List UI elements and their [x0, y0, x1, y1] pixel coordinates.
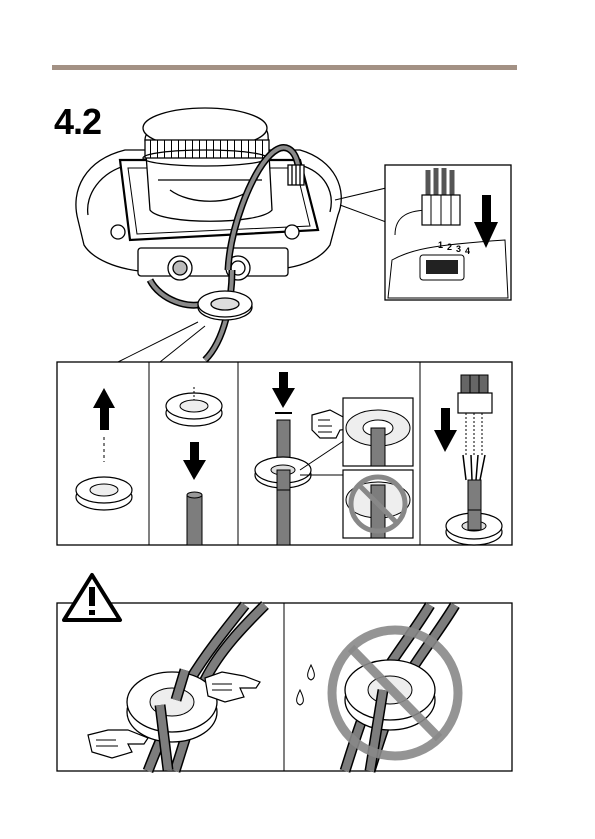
- camera-illustration: [76, 108, 341, 360]
- callout-line: [335, 188, 386, 200]
- warning-triangle-icon: [64, 575, 120, 620]
- pin-label: 3: [456, 244, 461, 254]
- callout-line: [160, 326, 205, 362]
- connector-inset: [385, 165, 511, 300]
- caution-panel: [57, 575, 512, 771]
- pin-label: 2: [447, 242, 452, 252]
- pin-label: 4: [465, 246, 470, 256]
- callout-line: [118, 322, 198, 362]
- steps-panel: [57, 362, 512, 545]
- pin-label: 1: [438, 240, 443, 250]
- callout-line: [340, 205, 386, 222]
